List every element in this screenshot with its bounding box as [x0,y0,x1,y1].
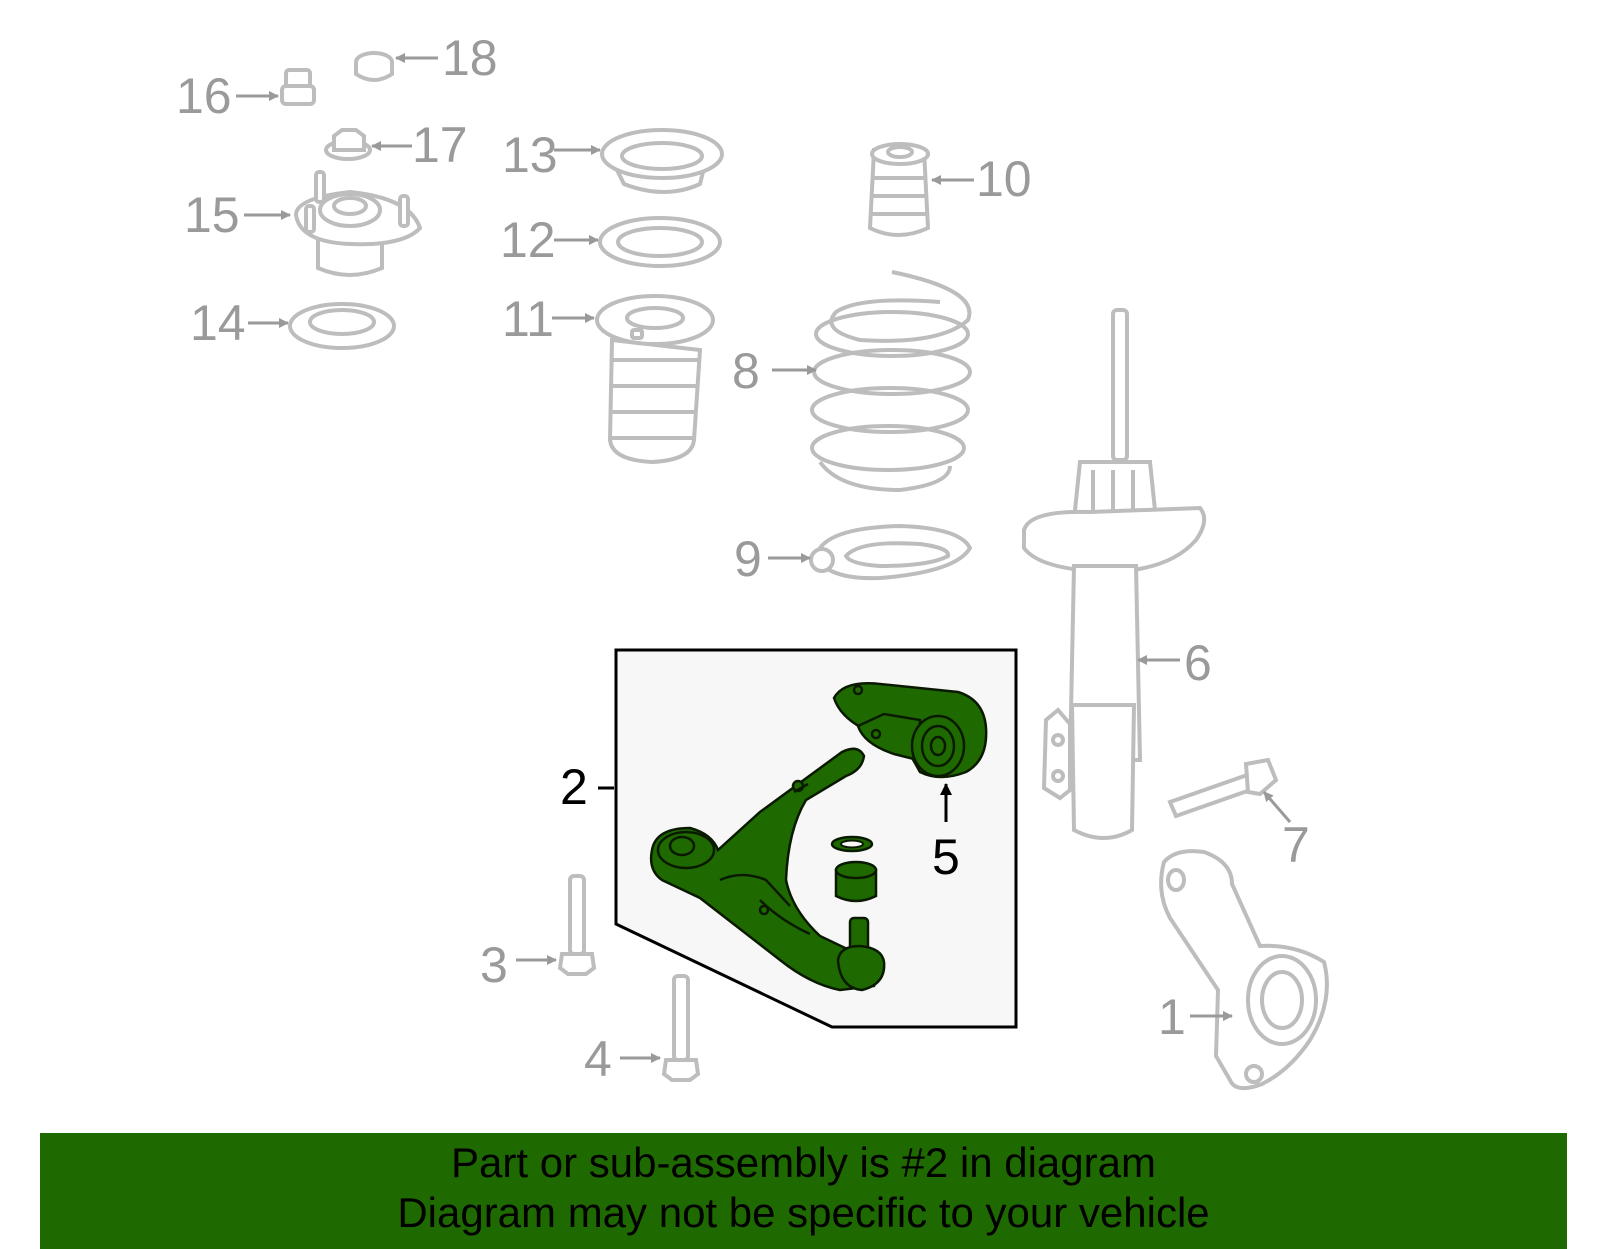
callout-6: 6 [1184,635,1212,691]
callout-3: 3 [480,937,508,993]
part-1-steering-knuckle[interactable] [1159,849,1329,1091]
callout-10: 10 [976,151,1032,207]
part-7-strut-bolt[interactable] [1167,757,1279,819]
footer-line-part-note: Part or sub-assembly is #2 in diagram [451,1139,1156,1186]
part-17-flange-nut[interactable] [324,128,372,161]
callout-14: 14 [190,295,246,351]
part-18-bump-cap[interactable] [354,51,394,82]
callout-8: 8 [732,343,760,399]
callout-4: 4 [584,1031,612,1087]
callout-13: 13 [502,127,558,183]
arrow-7 [1262,791,1292,823]
callout-18: 18 [442,30,498,86]
part-12-spring-insulator[interactable] [598,216,722,268]
part-16-nut-cap[interactable] [280,68,316,106]
callout-11: 11 [502,291,554,347]
footer-banner: Part or sub-assembly is #2 in diagram Di… [40,1133,1567,1249]
callout-15: 15 [184,187,240,243]
part-10-bump-stop[interactable] [867,142,931,237]
callout-1: 1 [1158,989,1186,1045]
part-14-insulator-ring[interactable] [288,302,396,350]
part-3-bolt[interactable] [557,874,597,976]
callout-7: 7 [1282,817,1310,873]
footer-line-disclaimer: Diagram may not be specific to your vehi… [397,1189,1210,1236]
part-4-bolt[interactable] [661,974,701,1082]
callout-17: 17 [412,117,468,173]
callout-12: 12 [500,212,556,268]
callout-16: 16 [176,68,232,124]
part-6-strut-assembly[interactable] [1022,308,1207,840]
part-11-dust-boot[interactable] [595,294,715,465]
callout-9: 9 [734,531,762,587]
part-15-strut-mount[interactable] [293,170,423,277]
part-8-coil-spring[interactable] [810,270,972,493]
part-13-upper-spring-seat[interactable] [600,128,724,194]
callout-2: 2 [560,759,588,815]
part-9-lower-spring-insulator[interactable] [809,523,973,581]
part-2-lower-control-arm[interactable] [649,682,988,992]
callout-5: 5 [932,829,960,885]
